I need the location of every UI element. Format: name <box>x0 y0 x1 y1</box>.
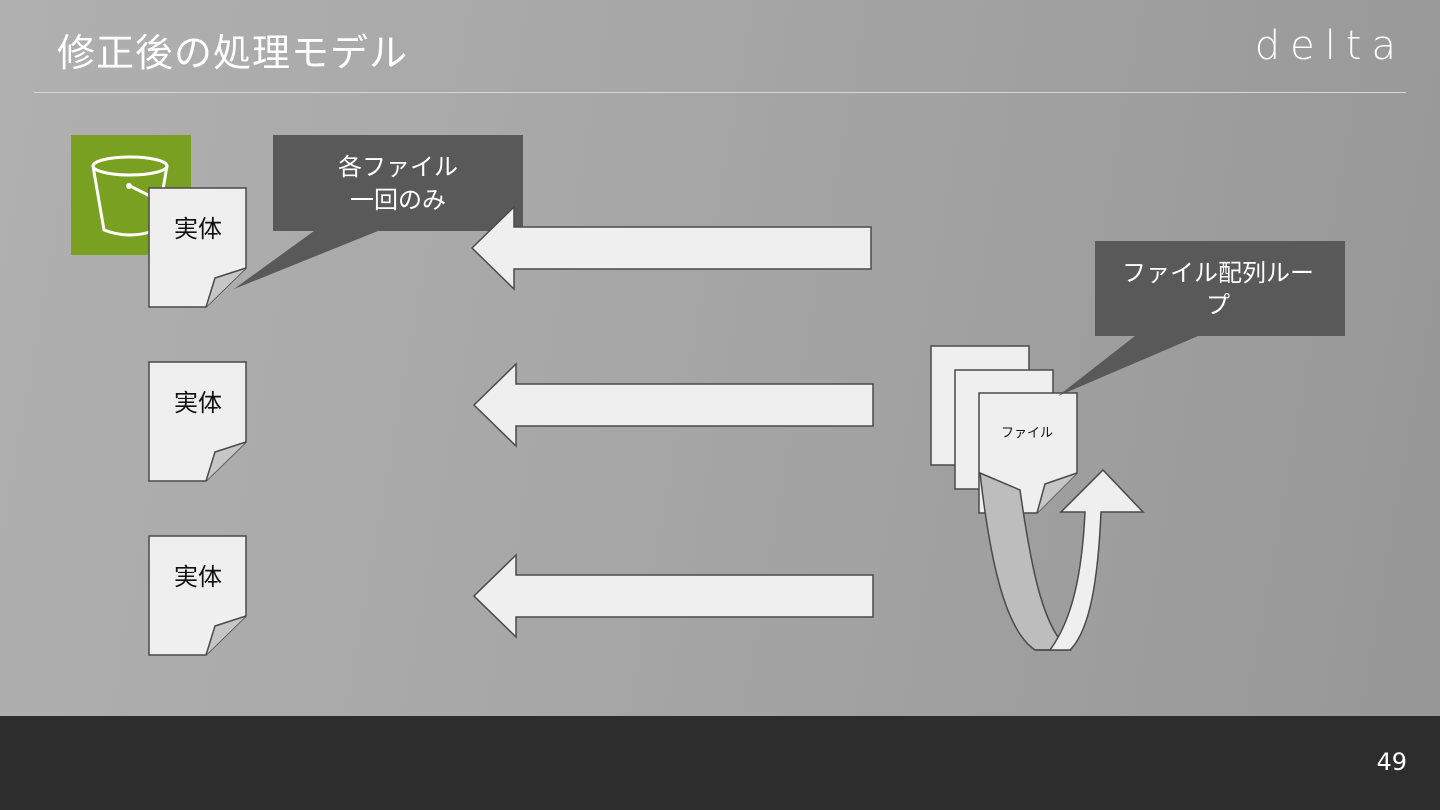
file-stack: ファイル <box>930 345 1078 514</box>
callout-line-2: プ <box>1206 291 1230 319</box>
loop-arrow <box>979 468 1145 651</box>
slide-footer: 49 <box>0 716 1440 810</box>
entity-label: 実体 <box>174 563 222 591</box>
callout-file-array-loop: ファイル配列ルー プ <box>1058 241 1345 396</box>
processing-model-diagram: 実体 実体 実体 各ファイル 一回のみ ファイル ファ <box>71 135 1345 656</box>
file-label: ファイル <box>1001 426 1053 441</box>
entity-document-1: 実体 <box>148 187 247 308</box>
delta-logo: delta <box>1254 23 1406 69</box>
title-divider <box>34 92 1406 93</box>
page-number: 49 <box>1376 748 1407 776</box>
arrow-left-1 <box>470 205 872 291</box>
callout-line-1: 各ファイル <box>338 153 458 181</box>
callout-line-1: ファイル配列ルー <box>1122 259 1314 287</box>
entity-document-3: 実体 <box>148 535 247 656</box>
callout-line-2: 一回のみ <box>350 186 446 214</box>
entity-label: 実体 <box>174 215 222 243</box>
arrow-left-3 <box>472 553 874 639</box>
callout-once-per-file: 各ファイル 一回のみ <box>234 135 523 289</box>
entity-document-2: 実体 <box>148 361 247 482</box>
entity-label: 実体 <box>174 389 222 417</box>
arrow-left-2 <box>472 362 874 448</box>
slide-title: 修正後の処理モデル <box>57 31 409 75</box>
